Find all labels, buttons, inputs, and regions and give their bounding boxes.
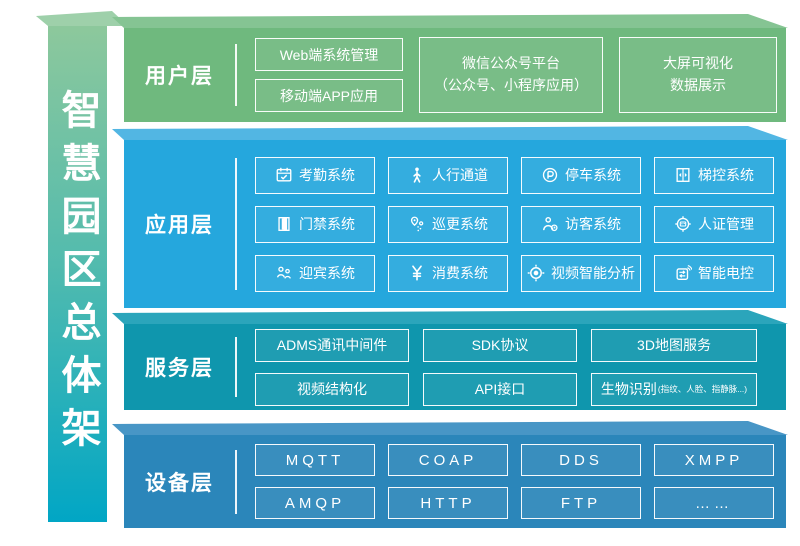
- device-box: COAP: [388, 444, 508, 476]
- device-box: HTTP: [388, 487, 508, 519]
- user-box-wechat: 微信公众号平台 （公众号、小程序应用）: [419, 37, 603, 113]
- layer-user-face: 用户层 Web端系统管理 移动端APP应用 微信公众号平台 （公众号、小程序应用…: [124, 28, 786, 122]
- label-divider: [235, 449, 237, 514]
- layer-device-label: 设备层: [145, 471, 214, 495]
- device-grid: MQTT COAP DDS XMPP AMQP HTTP: [255, 444, 774, 519]
- app-box: 人行通道: [388, 156, 508, 194]
- service-box-biometric: 生物识别 (指纹、人脸、指静脉...): [591, 372, 757, 406]
- layer-device-face: 设备层 MQTT COAP DDS XMPP: [124, 435, 786, 528]
- layer-user: 用户层 Web端系统管理 移动端APP应用 微信公众号平台 （公众号、小程序应用…: [112, 14, 788, 122]
- service-box: 3D地图服务: [591, 328, 757, 362]
- device-box: DDS: [521, 444, 641, 476]
- label-divider: [235, 44, 237, 106]
- layer-service-face: 服务层 ADMS通讯中间件 SDK协议 3D地图服务 视频结构化: [124, 324, 786, 410]
- user-box-stack: Web端系统管理 移动端APP应用: [255, 38, 403, 112]
- app-box: 消费系统: [388, 254, 508, 292]
- device-box-more: ……: [654, 487, 774, 519]
- layer-device-content: MQTT COAP DDS XMPP AMQP HTTP: [237, 444, 786, 519]
- layer-device: 设备层 MQTT COAP DDS XMPP: [112, 421, 788, 528]
- diagram-title: 智慧园区总体架: [55, 88, 100, 460]
- app-box: 停车系统: [521, 156, 641, 194]
- layer-service-lid: [112, 310, 788, 324]
- layer-application-lid: [112, 126, 788, 140]
- layer-device-lid: [112, 421, 788, 435]
- attendance-icon: [275, 166, 293, 184]
- device-box: MQTT: [255, 444, 375, 476]
- service-box: ADMS通讯中间件: [255, 328, 409, 362]
- user-box-app: 移动端APP应用: [255, 79, 403, 112]
- layer-application: 应用层 考勤系统 人行通道 停车系统: [112, 126, 788, 308]
- app-box: 迎宾系统: [255, 254, 375, 292]
- app-box: 巡更系统: [388, 205, 508, 243]
- user-box-web: Web端系统管理: [255, 38, 403, 71]
- layer-application-face: 应用层 考勤系统 人行通道 停车系统: [124, 140, 786, 308]
- layer-user-lid: [112, 14, 788, 28]
- video-analytics-icon: [527, 264, 545, 282]
- device-box: FTP: [521, 487, 641, 519]
- app-box: 视频智能分析: [521, 254, 641, 292]
- layer-service-content: ADMS通讯中间件 SDK协议 3D地图服务 视频结构化 API接口: [237, 328, 786, 406]
- layer-application-label: 应用层: [145, 214, 214, 237]
- label-divider: [235, 158, 237, 290]
- patrol-icon: [408, 215, 426, 233]
- app-box: 人证管理: [654, 205, 774, 243]
- parking-icon: [541, 166, 559, 184]
- layer-application-content: 考勤系统 人行通道 停车系统 梯控系统: [237, 156, 786, 292]
- pedestrian-icon: [408, 166, 426, 184]
- welcome-icon: [275, 264, 293, 282]
- layer-user-content: Web端系统管理 移动端APP应用 微信公众号平台 （公众号、小程序应用） 大屏…: [237, 37, 789, 113]
- service-box: API接口: [423, 372, 577, 406]
- layer-user-label: 用户层: [145, 65, 214, 88]
- user-box-bigscreen: 大屏可视化 数据展示: [619, 37, 777, 113]
- layer-service: 服务层 ADMS通讯中间件 SDK协议 3D地图服务 视频结构化: [112, 310, 788, 410]
- service-box: 视频结构化: [255, 372, 409, 406]
- app-box: 门禁系统: [255, 205, 375, 243]
- label-divider: [235, 337, 237, 397]
- sidebar-lid: [36, 11, 128, 26]
- app-box: 梯控系统: [654, 156, 774, 194]
- door-access-icon: [275, 215, 293, 233]
- sidebar-title-bar: 智慧园区总体架: [36, 11, 128, 522]
- id-verify-icon: [674, 215, 692, 233]
- elevator-icon: [674, 166, 692, 184]
- app-box: 智能电控: [654, 254, 774, 292]
- app-box: 访客系统: [521, 205, 641, 243]
- sidebar-title-face: 智慧园区总体架: [48, 26, 107, 522]
- device-box: XMPP: [654, 444, 774, 476]
- consumption-icon: [408, 264, 426, 282]
- service-box: SDK协议: [423, 328, 577, 362]
- layer-service-label: 服务层: [145, 357, 214, 380]
- visitor-icon: [541, 215, 559, 233]
- app-box: 考勤系统: [255, 156, 375, 194]
- application-grid: 考勤系统 人行通道 停车系统 梯控系统: [255, 156, 774, 292]
- smart-power-icon: [674, 264, 692, 282]
- device-box: AMQP: [255, 487, 375, 519]
- service-grid: ADMS通讯中间件 SDK协议 3D地图服务 视频结构化 API接口: [255, 328, 757, 406]
